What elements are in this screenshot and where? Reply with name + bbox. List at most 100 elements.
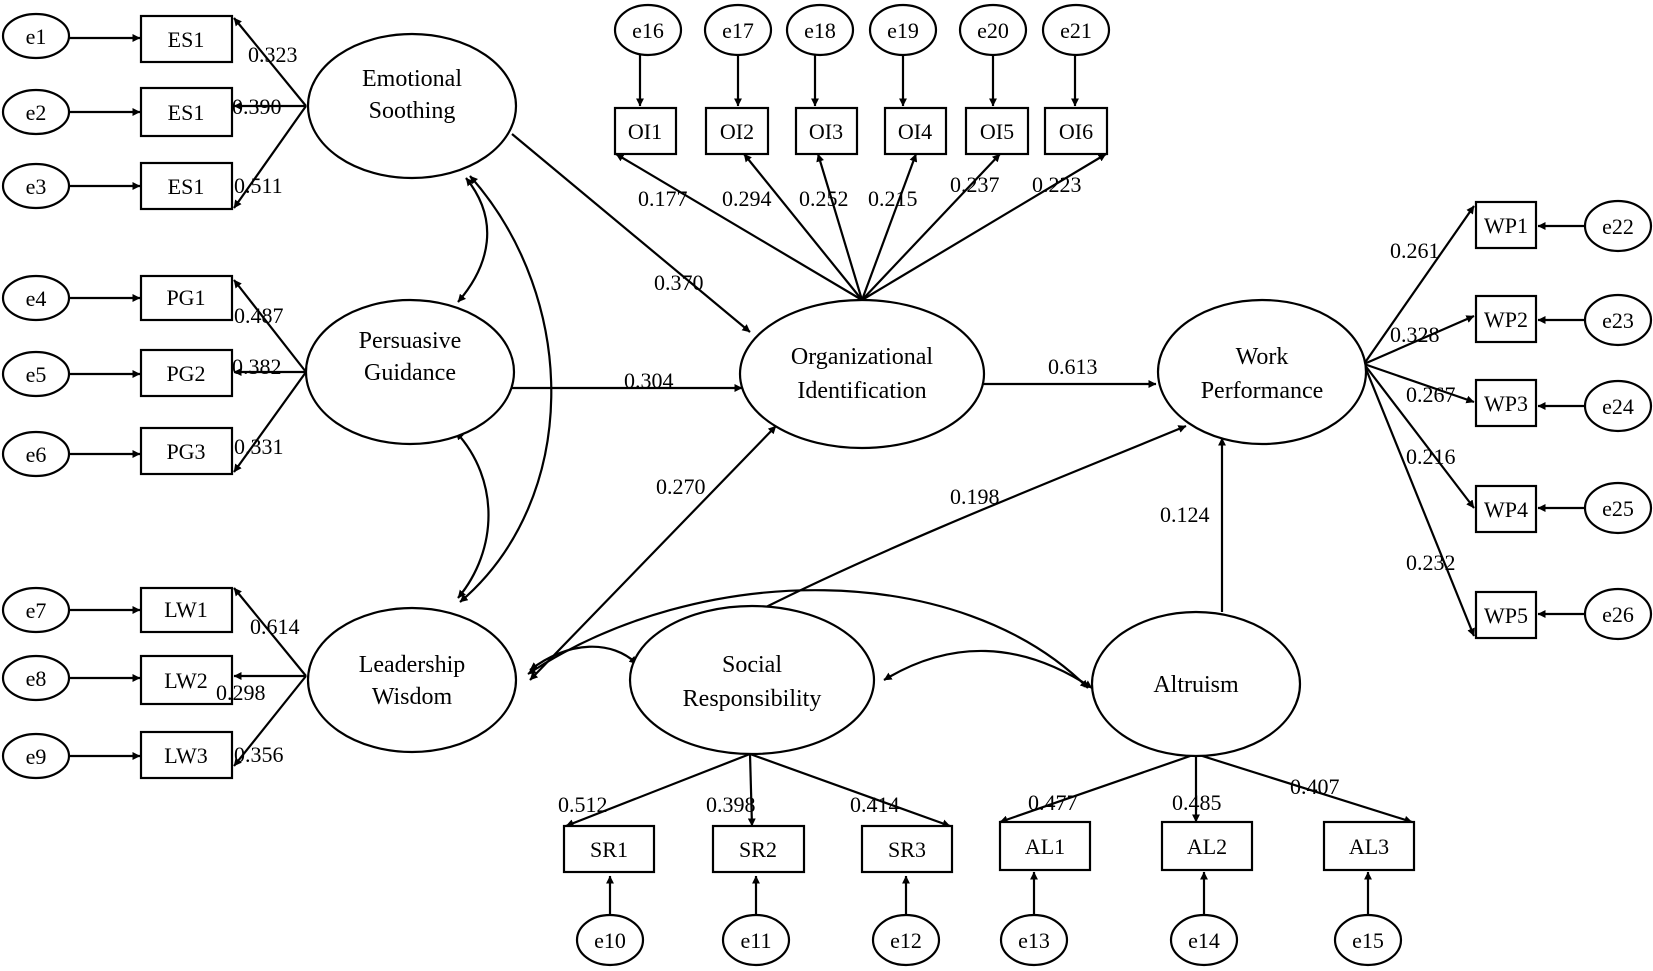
latent-work-performance-line2: Performance xyxy=(1201,378,1324,404)
structural-coefficients: 0.370 0.304 0.270 0.613 0.198 0.124 xyxy=(624,270,1210,527)
error-e17 xyxy=(703,3,773,57)
error-e13-label: e13 xyxy=(1018,928,1050,953)
indicator-oi4 xyxy=(883,106,948,156)
indicator-pg2 xyxy=(139,348,234,398)
error-e19-label: e19 xyxy=(887,18,919,43)
indicator-al3-label: AL3 xyxy=(1349,834,1389,859)
error-e5-label: e5 xyxy=(26,362,47,387)
error-e17-label: e17 xyxy=(722,18,754,43)
latent-social-responsibility-line1: Social xyxy=(722,652,782,678)
indicator-es1-a xyxy=(139,14,234,64)
indicator-oi6 xyxy=(1043,106,1109,156)
error-e4-label: e4 xyxy=(26,286,47,311)
loading-pg-3 xyxy=(233,371,307,473)
error-e12-label: e12 xyxy=(890,928,922,953)
error-e3-label: e3 xyxy=(26,174,47,199)
loading-wp-4 xyxy=(1363,363,1475,509)
loading-oi-6-value: 0.223 xyxy=(1032,172,1082,197)
latent-emotional-soothing xyxy=(306,32,518,180)
indicator-wp1-label: WP1 xyxy=(1484,213,1528,238)
indicator-pg2-label: PG2 xyxy=(166,361,205,386)
latent-altruism xyxy=(1090,610,1302,758)
indicator-oi3 xyxy=(794,106,859,156)
indicator-wp5 xyxy=(1474,590,1538,640)
loading-pg-3-value: 0.331 xyxy=(234,434,284,459)
error-e15-label: e15 xyxy=(1352,928,1384,953)
indicator-lw3 xyxy=(139,730,234,780)
loading-wp-2 xyxy=(1363,314,1475,366)
loading-oi-1 xyxy=(615,153,863,301)
sr-block: Social Responsibility SR1 SR2 SR3 e10 e1… xyxy=(558,604,954,967)
loading-pg-1-value: 0.487 xyxy=(234,303,284,328)
error-e1-label: e1 xyxy=(26,24,47,49)
loading-oi-6 xyxy=(861,153,1107,301)
error-e7-label: e7 xyxy=(26,598,47,623)
loading-lw-3 xyxy=(233,675,307,767)
error-e8 xyxy=(1,654,71,702)
latent-social-responsibility-line2: Responsibility xyxy=(683,686,822,712)
loading-wp-5-value: 0.232 xyxy=(1406,550,1456,575)
error-e24-label: e24 xyxy=(1602,394,1634,419)
loading-sr-2 xyxy=(747,753,756,827)
error-e16-label: e16 xyxy=(632,18,664,43)
error-e20-label: e20 xyxy=(977,18,1009,43)
error-e22 xyxy=(1583,199,1653,253)
loading-lw-2-value: 0.298 xyxy=(216,680,266,705)
error-e21 xyxy=(1041,3,1111,57)
indicator-wp5-label: WP5 xyxy=(1484,603,1528,628)
structural-paths xyxy=(511,133,1226,681)
indicator-wp4 xyxy=(1474,484,1538,534)
error-e24 xyxy=(1583,379,1653,433)
loading-wp-2-value: 0.328 xyxy=(1390,322,1440,347)
path-es-oi-value: 0.370 xyxy=(654,270,704,295)
error-e14-label: e14 xyxy=(1188,928,1220,953)
error-e6 xyxy=(1,430,71,478)
latent-organizational-identification-line1: Organizational xyxy=(791,344,934,370)
error-e4 xyxy=(1,274,71,322)
loading-lw-1-value: 0.614 xyxy=(250,614,300,639)
loading-al-3 xyxy=(1195,752,1413,824)
loading-al-2-value: 0.485 xyxy=(1172,790,1222,815)
loading-oi-1-value: 0.177 xyxy=(638,186,688,211)
loading-wp-4-value: 0.216 xyxy=(1406,444,1456,469)
loading-al-3-value: 0.407 xyxy=(1290,774,1340,799)
latent-organizational-identification-line2: Identification xyxy=(797,378,926,404)
error-e23-label: e23 xyxy=(1602,308,1634,333)
loading-wp-3 xyxy=(1363,362,1475,404)
error-e13 xyxy=(999,913,1069,967)
covariance-es-lw xyxy=(459,175,553,603)
indicator-oi1 xyxy=(613,106,678,156)
error-e8-label: e8 xyxy=(26,666,47,691)
error-e10 xyxy=(575,913,645,967)
loading-pg-2-value: 0.382 xyxy=(232,354,282,379)
error-e21-label: e21 xyxy=(1060,18,1092,43)
loading-oi-4-value: 0.215 xyxy=(868,186,918,211)
loading-oi-5-value: 0.237 xyxy=(950,172,1000,197)
error-e9-label: e9 xyxy=(26,744,47,769)
latent-emotional-soothing-line1: Emotional xyxy=(362,66,462,92)
loading-es-3 xyxy=(233,105,307,209)
latent-organizational-identification xyxy=(738,298,986,450)
error-e26-label: e26 xyxy=(1602,602,1634,627)
loading-es-3-value: 0.511 xyxy=(234,173,283,198)
indicator-es1-b-label: ES1 xyxy=(168,100,205,125)
indicator-es1-c xyxy=(139,161,234,211)
indicator-lw2 xyxy=(139,654,234,706)
error-e25-label: e25 xyxy=(1602,496,1634,521)
loading-wp-5 xyxy=(1362,363,1476,637)
wp-block: Work Performance WP1 WP2 WP3 WP4 WP5 e22… xyxy=(1156,199,1653,641)
latent-work-performance-line1: Work xyxy=(1236,344,1289,370)
path-lw-wp-value: 0.198 xyxy=(950,484,1000,509)
error-e22-label: e22 xyxy=(1602,214,1634,239)
indicator-sr3 xyxy=(860,824,954,874)
lw-block: Leadership Wisdom LW1 LW2 LW3 e7 e8 e9 0… xyxy=(1,586,518,780)
indicator-oi6-label: OI6 xyxy=(1059,119,1093,144)
loading-sr-2-value: 0.398 xyxy=(706,792,756,817)
indicator-pg1-label: PG1 xyxy=(166,285,205,310)
indicator-lw1-label: LW1 xyxy=(164,597,208,622)
loading-wp-1 xyxy=(1363,205,1475,365)
loading-es-1-value: 0.323 xyxy=(248,42,298,67)
indicator-es1-a-label: ES1 xyxy=(168,27,205,52)
error-e15 xyxy=(1333,913,1403,967)
indicator-sr1 xyxy=(562,824,656,874)
